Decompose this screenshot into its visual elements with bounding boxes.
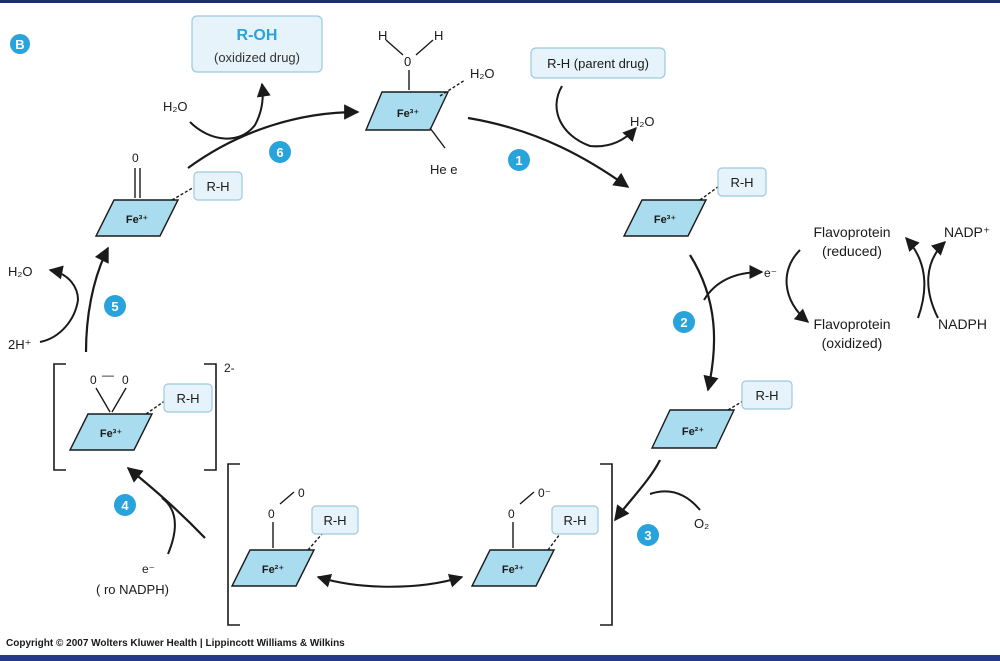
- svg-text:Fe³⁺: Fe³⁺: [397, 108, 420, 120]
- arrow-electron-step4: [161, 497, 176, 555]
- arrow-step5-water: [39, 265, 80, 343]
- step-1-badge: 1: [508, 149, 530, 171]
- svg-text:R-H: R-H: [730, 175, 753, 190]
- svg-text:0: 0: [132, 151, 139, 165]
- peroxo-charge: 2-: [224, 361, 235, 375]
- svg-text:Fe³⁺: Fe³⁺: [502, 564, 525, 576]
- product-box: R-OH (oxidized drug): [191, 15, 323, 73]
- copyright-text: Copyright © 2007 Wolters Kluwer Health |…: [6, 638, 345, 649]
- svg-text:R-H: R-H: [176, 391, 199, 406]
- svg-text:Fe³⁺: Fe³⁺: [100, 428, 123, 440]
- iron-plate-top: [364, 91, 450, 131]
- svg-text:R-H: R-H: [755, 388, 778, 403]
- electron-step4: e⁻: [142, 562, 155, 576]
- svg-text:(oxidized): (oxidized): [822, 335, 883, 351]
- svg-text:3: 3: [644, 528, 651, 543]
- complex-fe3-rh: Fe³⁺ R-H: [622, 167, 767, 237]
- svg-text:R-H (parent drug): R-H (parent drug): [547, 56, 649, 71]
- complex-superoxo: 0⁻ 0 Fe³⁺ R-H: [470, 486, 599, 587]
- arrow-resonance: [316, 574, 464, 588]
- complex-ferryl: 0 Fe³⁺ R-H: [94, 151, 243, 237]
- step-4-badge: 4: [114, 494, 136, 516]
- bracket-bottom: [227, 463, 613, 626]
- svg-text:0: 0: [298, 486, 305, 500]
- arrow-step-3: [614, 459, 661, 522]
- svg-text:Fe²⁺: Fe²⁺: [682, 426, 705, 438]
- svg-text:1: 1: [515, 153, 522, 168]
- svg-text:2: 2: [680, 315, 687, 330]
- top-border: [0, 0, 1000, 3]
- arrow-flavoprotein-reduction: [785, 249, 810, 323]
- bottom-border: [0, 655, 1000, 661]
- flavoprotein-system: e⁻ Flavoprotein (reduced) Flavoprotein (…: [764, 224, 990, 351]
- svg-text:—: —: [102, 368, 114, 382]
- svg-text:B: B: [15, 37, 24, 52]
- svg-text:0: 0: [90, 373, 97, 387]
- svg-text:(reduced): (reduced): [822, 243, 882, 259]
- svg-text:R-H: R-H: [323, 513, 346, 528]
- arrow-electron-step2: [703, 265, 764, 301]
- arrow-nadph-to-nadp: [905, 236, 926, 319]
- svg-text:Fe²⁺: Fe²⁺: [262, 564, 285, 576]
- svg-text:6: 6: [276, 145, 283, 160]
- svg-text:0: 0: [404, 54, 411, 69]
- svg-text:He e: He e: [430, 162, 457, 177]
- oxygen-molecule: O₂: [694, 516, 709, 531]
- svg-text:(oxidized drug): (oxidized drug): [214, 50, 300, 65]
- arrow-step-5: [84, 246, 109, 353]
- svg-text:4: 4: [121, 498, 129, 513]
- complex-fe2-rh: Fe²⁺ R-H: [650, 380, 793, 449]
- svg-text:R-H: R-H: [206, 179, 229, 194]
- step-2-badge: 2: [673, 311, 695, 333]
- electron-step2: e⁻: [764, 266, 777, 280]
- svg-text:R-H: R-H: [563, 513, 586, 528]
- svg-text:H: H: [434, 28, 443, 43]
- arrow-parent-drug-in: [555, 85, 637, 148]
- water-step1: H₂O: [630, 114, 655, 129]
- step-6-badge: 6: [269, 141, 291, 163]
- complex-peroxo: 0 — 0 Fe³⁺ R-H: [68, 368, 213, 451]
- svg-text:H: H: [378, 28, 387, 43]
- top-complex: H H 0 Fe³⁺ H₂O He e: [364, 28, 495, 177]
- water-step6: H₂O: [163, 99, 188, 114]
- step-3-badge: 3: [637, 524, 659, 546]
- arrow-step-2: [689, 254, 719, 392]
- protons: 2H⁺: [8, 337, 31, 352]
- svg-text:Flavoprotein: Flavoprotein: [813, 224, 890, 240]
- svg-text:Fe³⁺: Fe³⁺: [126, 214, 149, 226]
- complex-oxyferrous: 0 0 Fe²⁺ R-H: [230, 486, 359, 587]
- svg-text:R-OH: R-OH: [237, 27, 278, 44]
- svg-text:H₂O: H₂O: [470, 66, 495, 81]
- step-5-badge: 5: [104, 295, 126, 317]
- svg-text:0: 0: [122, 373, 129, 387]
- svg-text:5: 5: [111, 299, 118, 314]
- step4-source: ( ro NADPH): [96, 582, 169, 597]
- parent-drug-box: R-H (parent drug): [530, 47, 666, 79]
- svg-text:Flavoprotein: Flavoprotein: [813, 316, 890, 332]
- arrow-nadph-curve: [927, 241, 947, 319]
- arrow-step6-water-product: [189, 82, 271, 140]
- svg-text:Fe³⁺: Fe³⁺: [654, 214, 677, 226]
- svg-text:NADPH: NADPH: [938, 316, 987, 332]
- arrow-step-1: [467, 116, 630, 188]
- svg-text:0: 0: [268, 507, 275, 521]
- svg-text:0: 0: [508, 507, 515, 521]
- panel-label: B: [10, 34, 30, 54]
- water-step5: H₂O: [8, 264, 33, 279]
- svg-text:0⁻: 0⁻: [538, 486, 551, 500]
- arrow-step-6: [187, 104, 360, 169]
- arrow-oxygen-in: [649, 490, 701, 511]
- svg-text:NADP⁺: NADP⁺: [944, 224, 990, 240]
- bracket-peroxo: [53, 363, 217, 471]
